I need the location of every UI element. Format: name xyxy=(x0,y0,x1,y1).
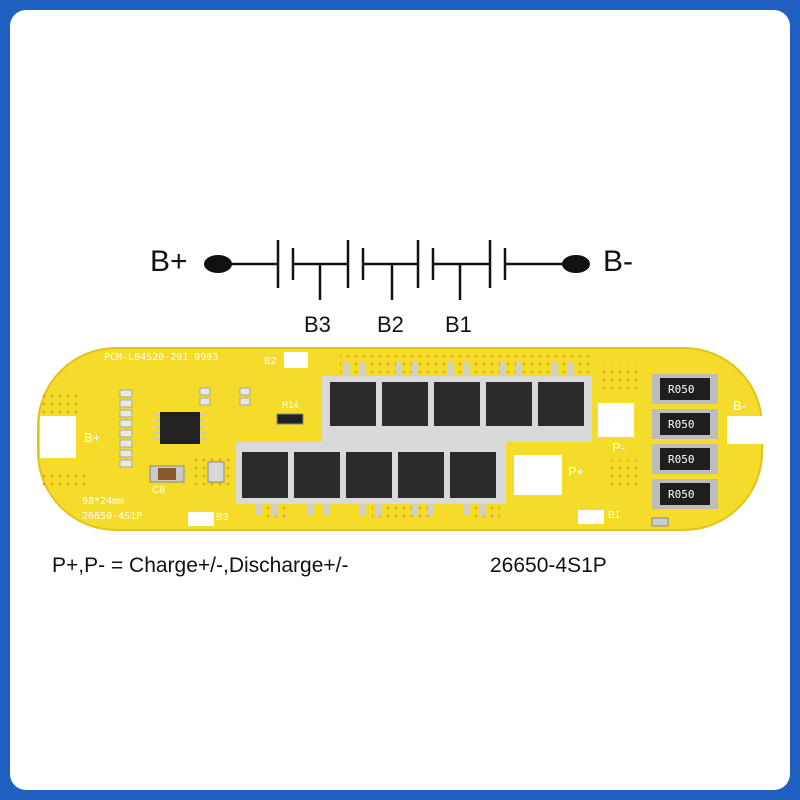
pad-p-plus xyxy=(514,455,562,495)
protection-ic xyxy=(160,412,200,444)
silk-c8: C8 xyxy=(152,485,165,496)
resistor-marking-4: R050 xyxy=(668,488,695,501)
pad-p-minus xyxy=(598,403,634,437)
silk-p-minus: P- xyxy=(612,440,625,455)
resistor-marking-3: R050 xyxy=(668,453,695,466)
b-plus-terminal xyxy=(204,255,232,273)
silk-b3: B3 xyxy=(216,512,229,523)
label-b-plus: B+ xyxy=(150,245,188,278)
label-tap-b2: B2 xyxy=(377,312,404,337)
silk-model: PCM-L04S20-291 0903 xyxy=(104,352,219,363)
resistor-marking-1: R050 xyxy=(668,383,695,396)
silk-b2: B2 xyxy=(264,356,277,367)
resistor-r14 xyxy=(276,413,304,425)
silk-p-plus: P+ xyxy=(568,464,585,479)
caption-model: 26650-4S1P xyxy=(490,554,607,577)
label-tap-b3: B3 xyxy=(304,312,331,337)
label-tap-b1: B1 xyxy=(445,312,472,337)
silk-b-minus: B- xyxy=(733,398,746,413)
silk-name: 26650-4S1P xyxy=(82,511,143,522)
silk-b-plus: B+ xyxy=(84,430,101,445)
silk-size: 98*24mm xyxy=(82,496,125,507)
mosfet-row-bottom xyxy=(236,442,506,504)
sense-resistors xyxy=(652,374,718,509)
silk-r14: R14 xyxy=(282,400,299,410)
silk-b1: B1 xyxy=(608,510,621,521)
pad-b-plus xyxy=(40,416,76,458)
mosfet-row-top xyxy=(322,376,592,442)
resistor-marking-2: R050 xyxy=(668,418,695,431)
b-minus-terminal xyxy=(562,255,590,273)
caption-terminal-note: P+,P- = Charge+/-,Discharge+/- xyxy=(52,554,349,577)
label-b-minus: B- xyxy=(603,245,633,278)
pad-b-minus xyxy=(727,416,763,444)
